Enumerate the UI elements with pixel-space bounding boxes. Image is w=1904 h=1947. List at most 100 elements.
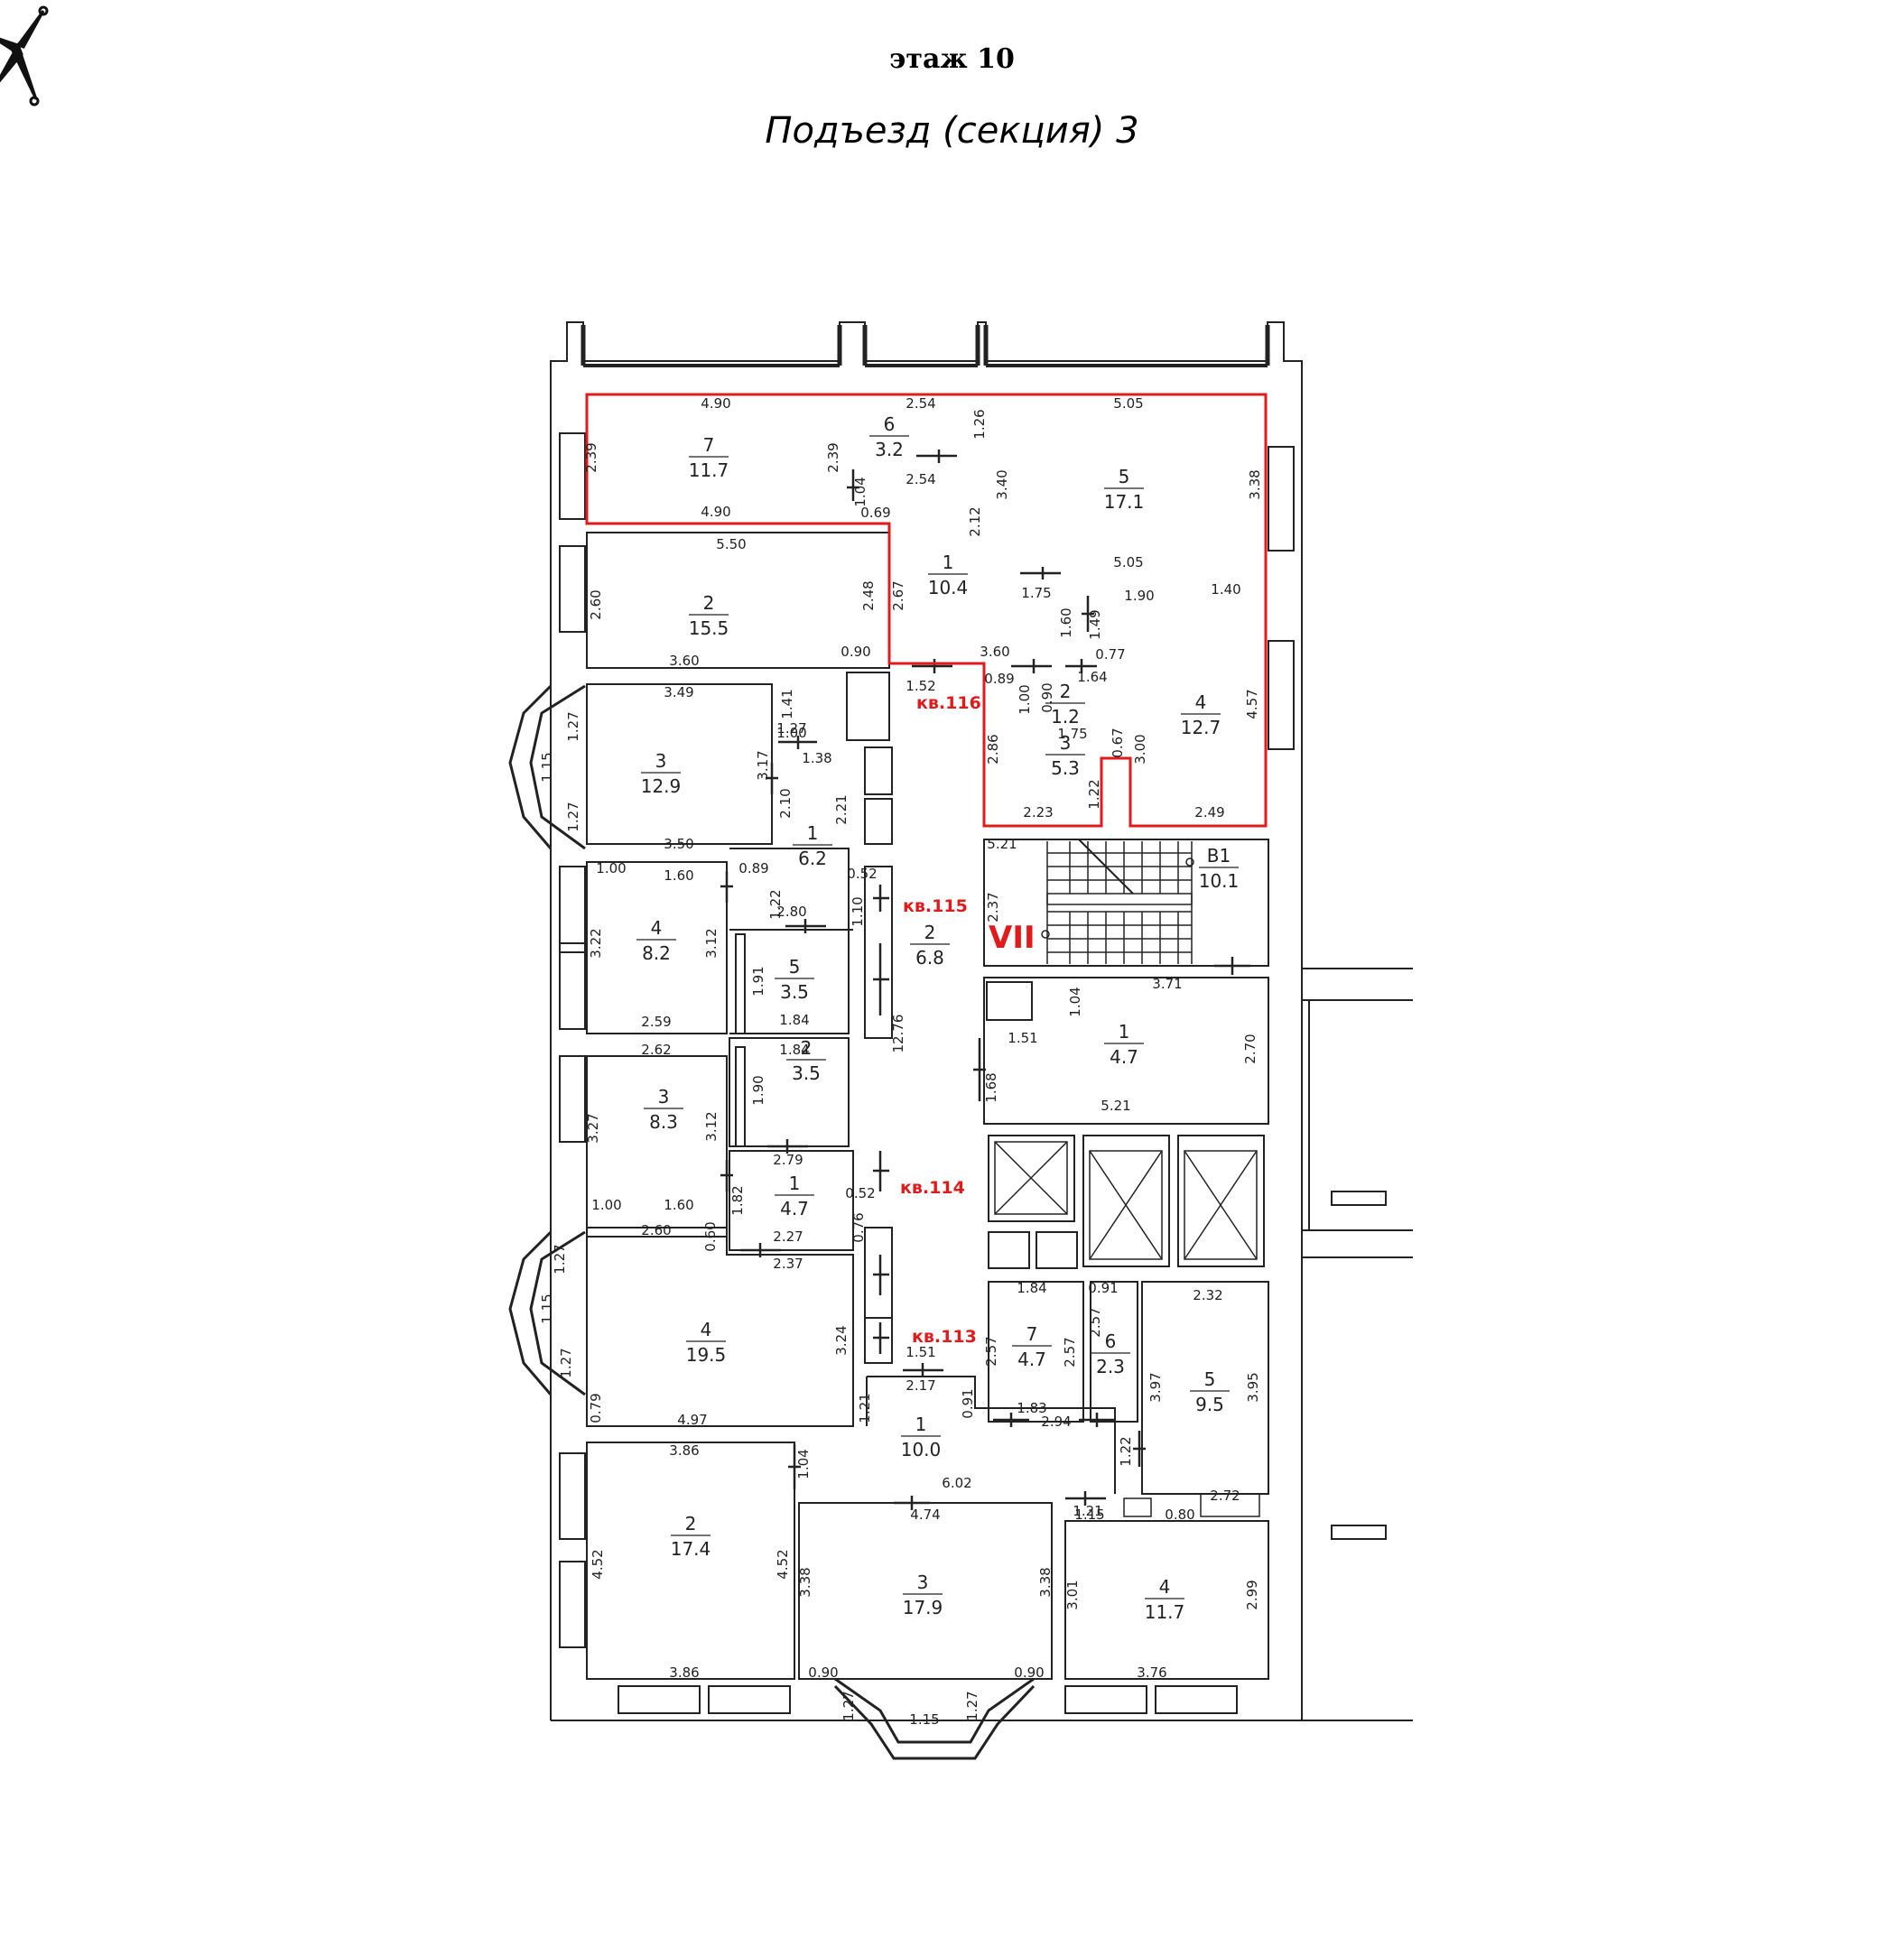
dimension-label: 3.97 bbox=[1147, 1372, 1164, 1402]
dimension-label: 1.38 bbox=[802, 750, 831, 766]
room-area: 9.5 bbox=[1195, 1394, 1224, 1415]
dimension-label: 4.90 bbox=[701, 395, 730, 412]
room-number: 1 bbox=[943, 552, 954, 573]
dimension-label: 1.00 bbox=[1017, 684, 1033, 714]
room-label: 411.7 bbox=[1145, 1576, 1185, 1623]
dimension-label: 2.67 bbox=[890, 580, 906, 610]
dimension-label: 2.59 bbox=[641, 1014, 671, 1030]
dimension-label: 0.80 bbox=[1165, 1507, 1194, 1523]
room-area: 1.2 bbox=[1051, 706, 1080, 728]
room-area: 12.9 bbox=[641, 775, 682, 797]
room-number: 2 bbox=[924, 922, 936, 943]
dimension-label: 1.60 bbox=[664, 1197, 693, 1213]
dimension-label: 0.90 bbox=[808, 1664, 838, 1681]
dimension-label: 4.97 bbox=[677, 1412, 707, 1428]
dimension-label: 5.21 bbox=[1101, 1098, 1130, 1114]
room-label: 74.7 bbox=[1012, 1323, 1052, 1370]
dimension-label: 3.40 bbox=[994, 469, 1010, 499]
room-area: 11.7 bbox=[1145, 1601, 1185, 1623]
room-label: 14.7 bbox=[1104, 1021, 1144, 1068]
dimension-label: 1.60 bbox=[664, 867, 693, 884]
dimension-label: 2.60 bbox=[641, 1222, 671, 1238]
dimension-label: 2.99 bbox=[1244, 1580, 1260, 1609]
room-area: 17.1 bbox=[1104, 491, 1145, 513]
room-label: 21.2 bbox=[1045, 681, 1085, 728]
room-number: 1 bbox=[789, 1173, 801, 1194]
room-label: 110.0 bbox=[901, 1414, 942, 1460]
dimension-label: 2.37 bbox=[773, 1256, 803, 1272]
room-number: 7 bbox=[1026, 1323, 1038, 1345]
dimension-label: 1.15 bbox=[1074, 1507, 1104, 1523]
dimension-label: 0.52 bbox=[845, 1185, 875, 1201]
room-label: 16.2 bbox=[793, 822, 832, 869]
dimension-label: 1.00 bbox=[591, 1197, 621, 1213]
dimension-label: 1.84 bbox=[779, 1012, 809, 1028]
room-label: 35.3 bbox=[1045, 732, 1085, 779]
dimension-label: 0.79 bbox=[588, 1393, 604, 1423]
dimension-label: 2.10 bbox=[777, 788, 794, 818]
dimension-label: 2.70 bbox=[1242, 1034, 1258, 1063]
room-area: 11.7 bbox=[689, 459, 729, 481]
room-label: 53.5 bbox=[775, 956, 814, 1003]
dimension-label: 3.22 bbox=[588, 928, 604, 958]
room-number: 1 bbox=[807, 822, 819, 844]
apartment-label: кв.116 bbox=[916, 693, 981, 713]
room-area: 10.4 bbox=[928, 577, 969, 598]
room-label: 419.5 bbox=[686, 1319, 727, 1366]
dimension-label: 1.27 bbox=[964, 1691, 980, 1720]
dimension-label: 3.86 bbox=[669, 1442, 699, 1459]
dimension-label: 2.12 bbox=[967, 506, 983, 536]
room-number: 6 bbox=[884, 413, 896, 435]
dimension-label: 2.62 bbox=[641, 1042, 671, 1058]
room-label: 517.1 bbox=[1104, 466, 1145, 513]
dimension-label: 0.90 bbox=[1014, 1664, 1044, 1681]
dimension-label: 0.90 bbox=[841, 644, 870, 660]
dimension-label: 1.91 bbox=[750, 966, 766, 996]
room-label: 317.9 bbox=[903, 1572, 943, 1618]
room-area: 6.8 bbox=[915, 947, 944, 969]
room-label: 14.7 bbox=[775, 1173, 814, 1219]
dimension-label: 4.57 bbox=[1244, 689, 1260, 719]
room-area: 5.3 bbox=[1051, 757, 1080, 779]
dimension-label: 3.86 bbox=[669, 1664, 699, 1681]
room-label: 312.9 bbox=[641, 750, 682, 797]
compass-rose-icon bbox=[0, 5, 49, 107]
room-area: 4.7 bbox=[780, 1198, 809, 1219]
room-area: 6.2 bbox=[798, 848, 827, 869]
room-number: 4 bbox=[1159, 1576, 1171, 1598]
dimension-label: 2.49 bbox=[1194, 804, 1224, 821]
room-number: 5 bbox=[1204, 1368, 1216, 1390]
dimension-label: 3.50 bbox=[664, 836, 693, 852]
room-label: 48.2 bbox=[636, 917, 676, 964]
dimension-label: 2.80 bbox=[776, 904, 806, 920]
dimension-label: 1.75 bbox=[1057, 726, 1087, 742]
dimension-label: 1.00 bbox=[776, 725, 806, 741]
dimension-label: 1.27 bbox=[552, 1244, 568, 1274]
room-area: 4.7 bbox=[1110, 1046, 1138, 1068]
dimension-label: 3.27 bbox=[585, 1113, 601, 1143]
room-number: 2 bbox=[685, 1513, 697, 1534]
dimension-label: 1.26 bbox=[971, 409, 988, 439]
room-number: 5 bbox=[789, 956, 801, 978]
dimension-label: 1.60 bbox=[1058, 607, 1074, 637]
room-number: 2 bbox=[1060, 681, 1072, 702]
dimension-label: 3.60 bbox=[669, 653, 699, 669]
floor-title: этаж 10 bbox=[889, 43, 1015, 75]
dimension-label: 2.32 bbox=[1193, 1287, 1222, 1303]
dimension-label: 0.89 bbox=[984, 671, 1014, 687]
room-number: 2 bbox=[801, 1037, 813, 1059]
building-walls bbox=[508, 321, 1413, 1760]
dimension-label: 1.41 bbox=[779, 689, 795, 719]
room-label: 110.4 bbox=[928, 552, 969, 598]
dimension-label: 4.52 bbox=[590, 1549, 606, 1579]
room-number: 1 bbox=[1119, 1021, 1130, 1043]
dimension-label: 1.27 bbox=[565, 802, 581, 831]
room-number: 3 bbox=[917, 1572, 929, 1593]
dimension-label: 2.57 bbox=[1087, 1307, 1103, 1337]
stair-label: VII bbox=[989, 920, 1036, 956]
room-area: 8.2 bbox=[642, 942, 671, 964]
dimension-label: 1.52 bbox=[906, 678, 935, 694]
dimension-label: 2.60 bbox=[588, 589, 604, 619]
room-label: 711.7 bbox=[689, 434, 729, 481]
